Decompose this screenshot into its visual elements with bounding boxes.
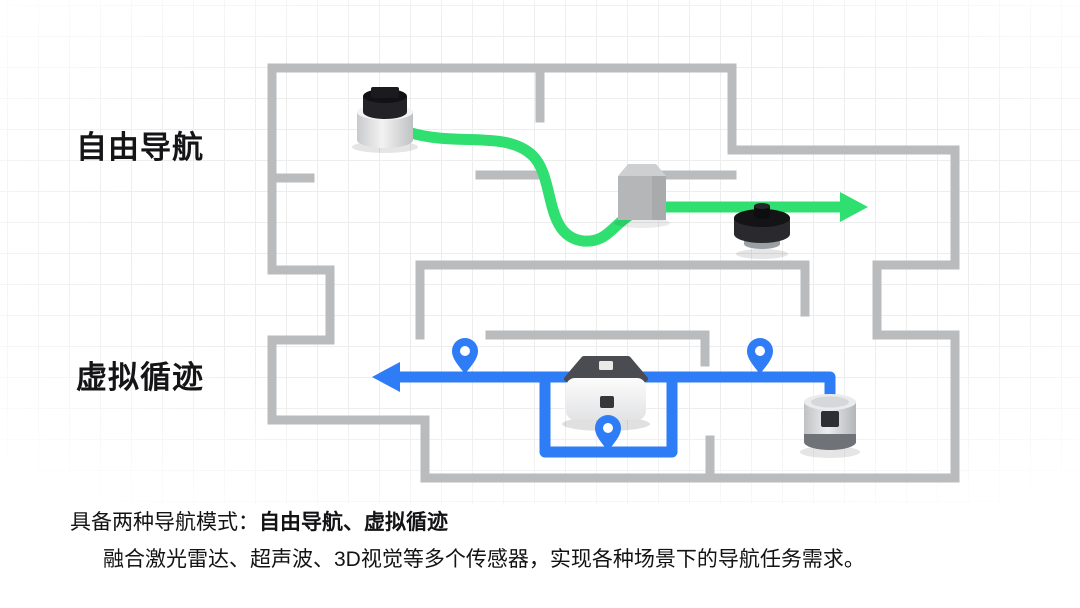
robot-lidar-figure [734,203,790,259]
waypoint-pin-icon [452,338,478,374]
caption-line-1-emphasis: 自由导航、虚拟循迹 [259,511,448,534]
maze-walls [267,63,960,483]
maze-wall-segments [267,63,960,483]
waypoint-pins [452,338,773,451]
arrow-left-icon [372,362,400,392]
caption-line-1: 具备两种导航模式：自由导航、虚拟循迹 [70,506,448,536]
robot-cylinder-figure [800,394,860,458]
waypoint-pin-icon [747,338,773,374]
caption-line-1-prefix: 具备两种导航模式： [70,511,259,534]
free-navigation-path [402,126,848,247]
mode-label-virtual-tracking: 虚拟循迹 [76,360,204,395]
free-navigation-route [402,126,868,247]
robot-free-nav-start-figure [352,87,418,153]
caption-line-2: 融合激光雷达、超声波、3D视觉等多个传感器，实现各种场景下的导航任务需求。 [103,548,865,571]
robot-delivery-box-figure [562,356,650,431]
waypoint-pin-icon [595,415,621,451]
arrow-right-icon [840,192,868,222]
mode-label-free-navigation: 自由导航 [76,130,204,165]
obstacle-box-figure [614,164,670,228]
